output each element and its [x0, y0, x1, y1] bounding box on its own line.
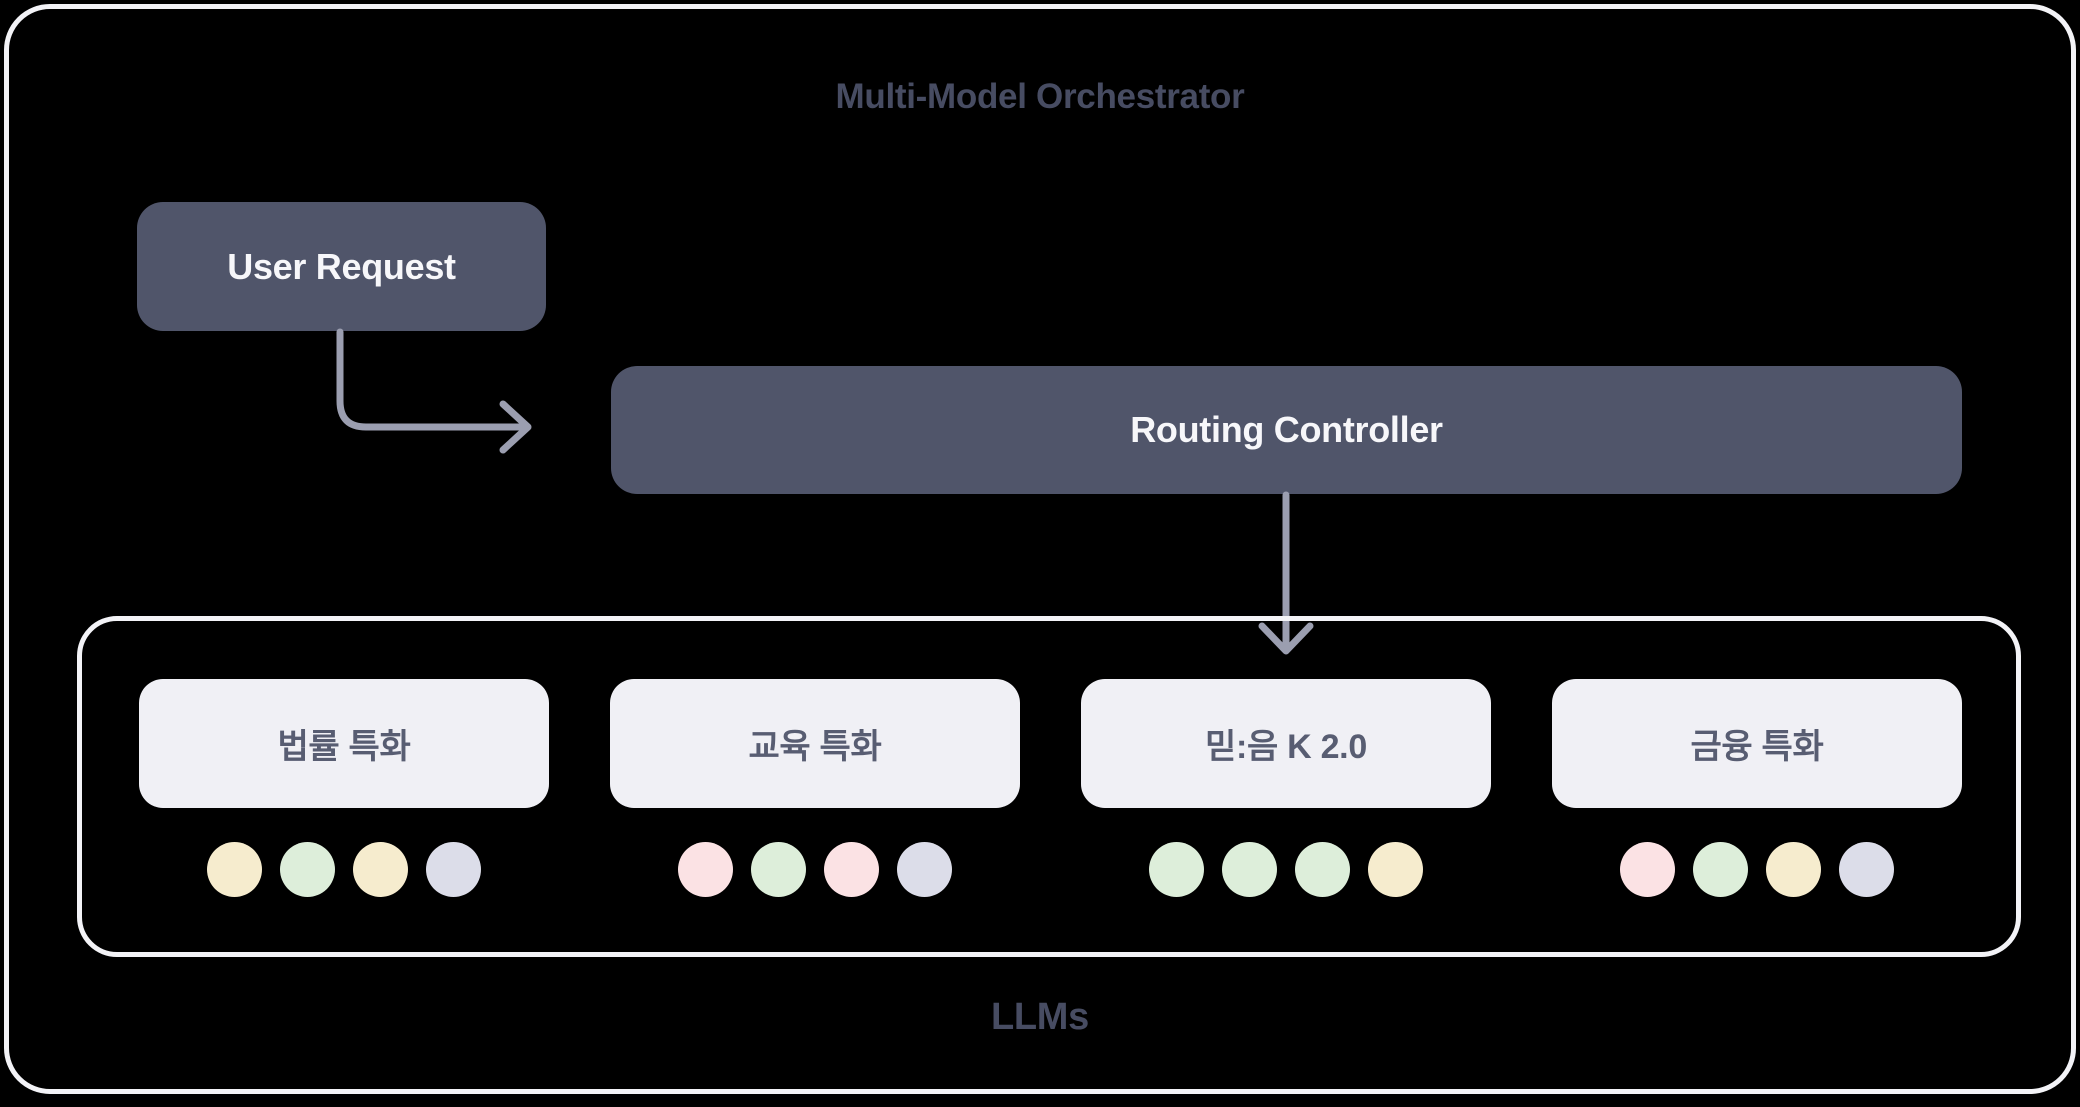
model-node: 법률 특화 [139, 679, 549, 952]
dot-pink-icon [824, 842, 879, 897]
dot-green-icon [1149, 842, 1204, 897]
model-dots [139, 842, 549, 897]
model-node: 믿:음 K 2.0 [1081, 679, 1491, 952]
dot-cream-icon [1368, 842, 1423, 897]
dot-lavender-icon [426, 842, 481, 897]
page-title: Multi-Model Orchestrator [835, 77, 1245, 116]
user-request-node: User Request [137, 202, 546, 331]
arrowhead-right-icon [499, 400, 532, 454]
dot-green-icon [280, 842, 335, 897]
dot-green-icon [1693, 842, 1748, 897]
llms-group-container: 법률 특화 교육 특화 믿:음 K 2.0 금융 특화 [77, 616, 2021, 957]
dot-pink-icon [1620, 842, 1675, 897]
dot-cream-icon [353, 842, 408, 897]
model-dots [1552, 842, 1962, 897]
user-to-router-arrow [336, 328, 532, 454]
model-label: 금융 특화 [1552, 679, 1962, 808]
llms-group-label: LLMs [990, 996, 1089, 1038]
dot-green-icon [1222, 842, 1277, 897]
diagram-card: Multi-Model Orchestrator User Request Ro… [4, 4, 2076, 1094]
dot-pink-icon [678, 842, 733, 897]
model-dots [610, 842, 1020, 897]
dot-lavender-icon [1839, 842, 1894, 897]
dot-green-icon [1295, 842, 1350, 897]
routing-controller-node: Routing Controller [611, 366, 1962, 494]
model-label: 교육 특화 [610, 679, 1020, 808]
model-node: 교육 특화 [610, 679, 1020, 952]
dot-cream-icon [207, 842, 262, 897]
dot-lavender-icon [897, 842, 952, 897]
dot-cream-icon [1766, 842, 1821, 897]
model-dots [1081, 842, 1491, 897]
model-label: 믿:음 K 2.0 [1081, 679, 1491, 808]
model-label: 법률 특화 [139, 679, 549, 808]
dot-green-icon [751, 842, 806, 897]
model-node: 금융 특화 [1552, 679, 1962, 952]
